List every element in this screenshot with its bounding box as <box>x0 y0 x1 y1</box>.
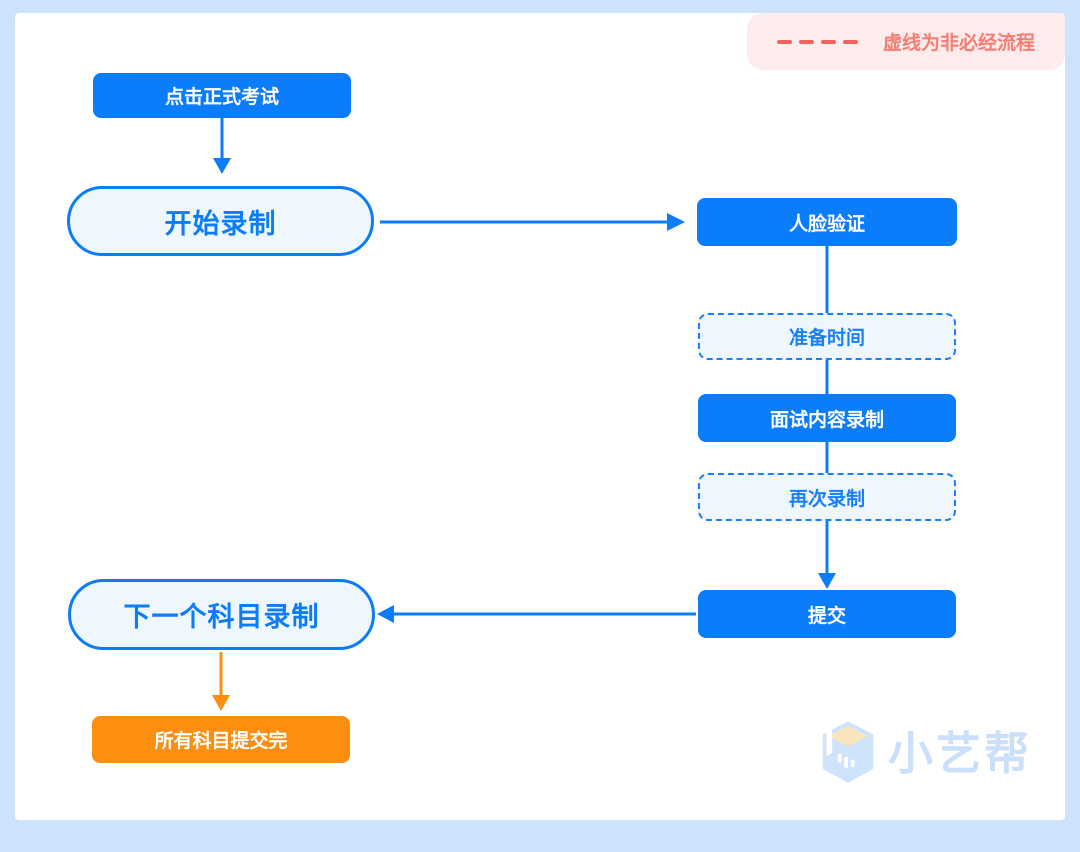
node-next-subject-recording: 下一个科目录制 <box>68 579 375 650</box>
legend-label: 虚线为非必经流程 <box>883 32 1036 54</box>
node-click-formal-exam: 点击正式考试 <box>93 73 351 118</box>
node-record-again: 再次录制 <box>698 473 956 521</box>
dashed-line-sample-icon <box>777 39 865 44</box>
node-preparation-time: 准备时间 <box>698 313 956 360</box>
node-submit: 提交 <box>698 590 956 638</box>
node-face-verification: 人脸验证 <box>697 198 957 246</box>
brand-name: 小艺帮 <box>888 726 1033 780</box>
node-interview-content-recording: 面试内容录制 <box>698 394 956 442</box>
node-start-recording: 开始录制 <box>67 186 374 256</box>
node-all-subjects-submitted: 所有科目提交完 <box>92 716 350 763</box>
brand-watermark: 小艺帮 <box>820 720 1032 786</box>
xiaoyibang-logo-cube-icon <box>822 721 874 783</box>
legend: 虚线为非必经流程 <box>747 13 1065 70</box>
